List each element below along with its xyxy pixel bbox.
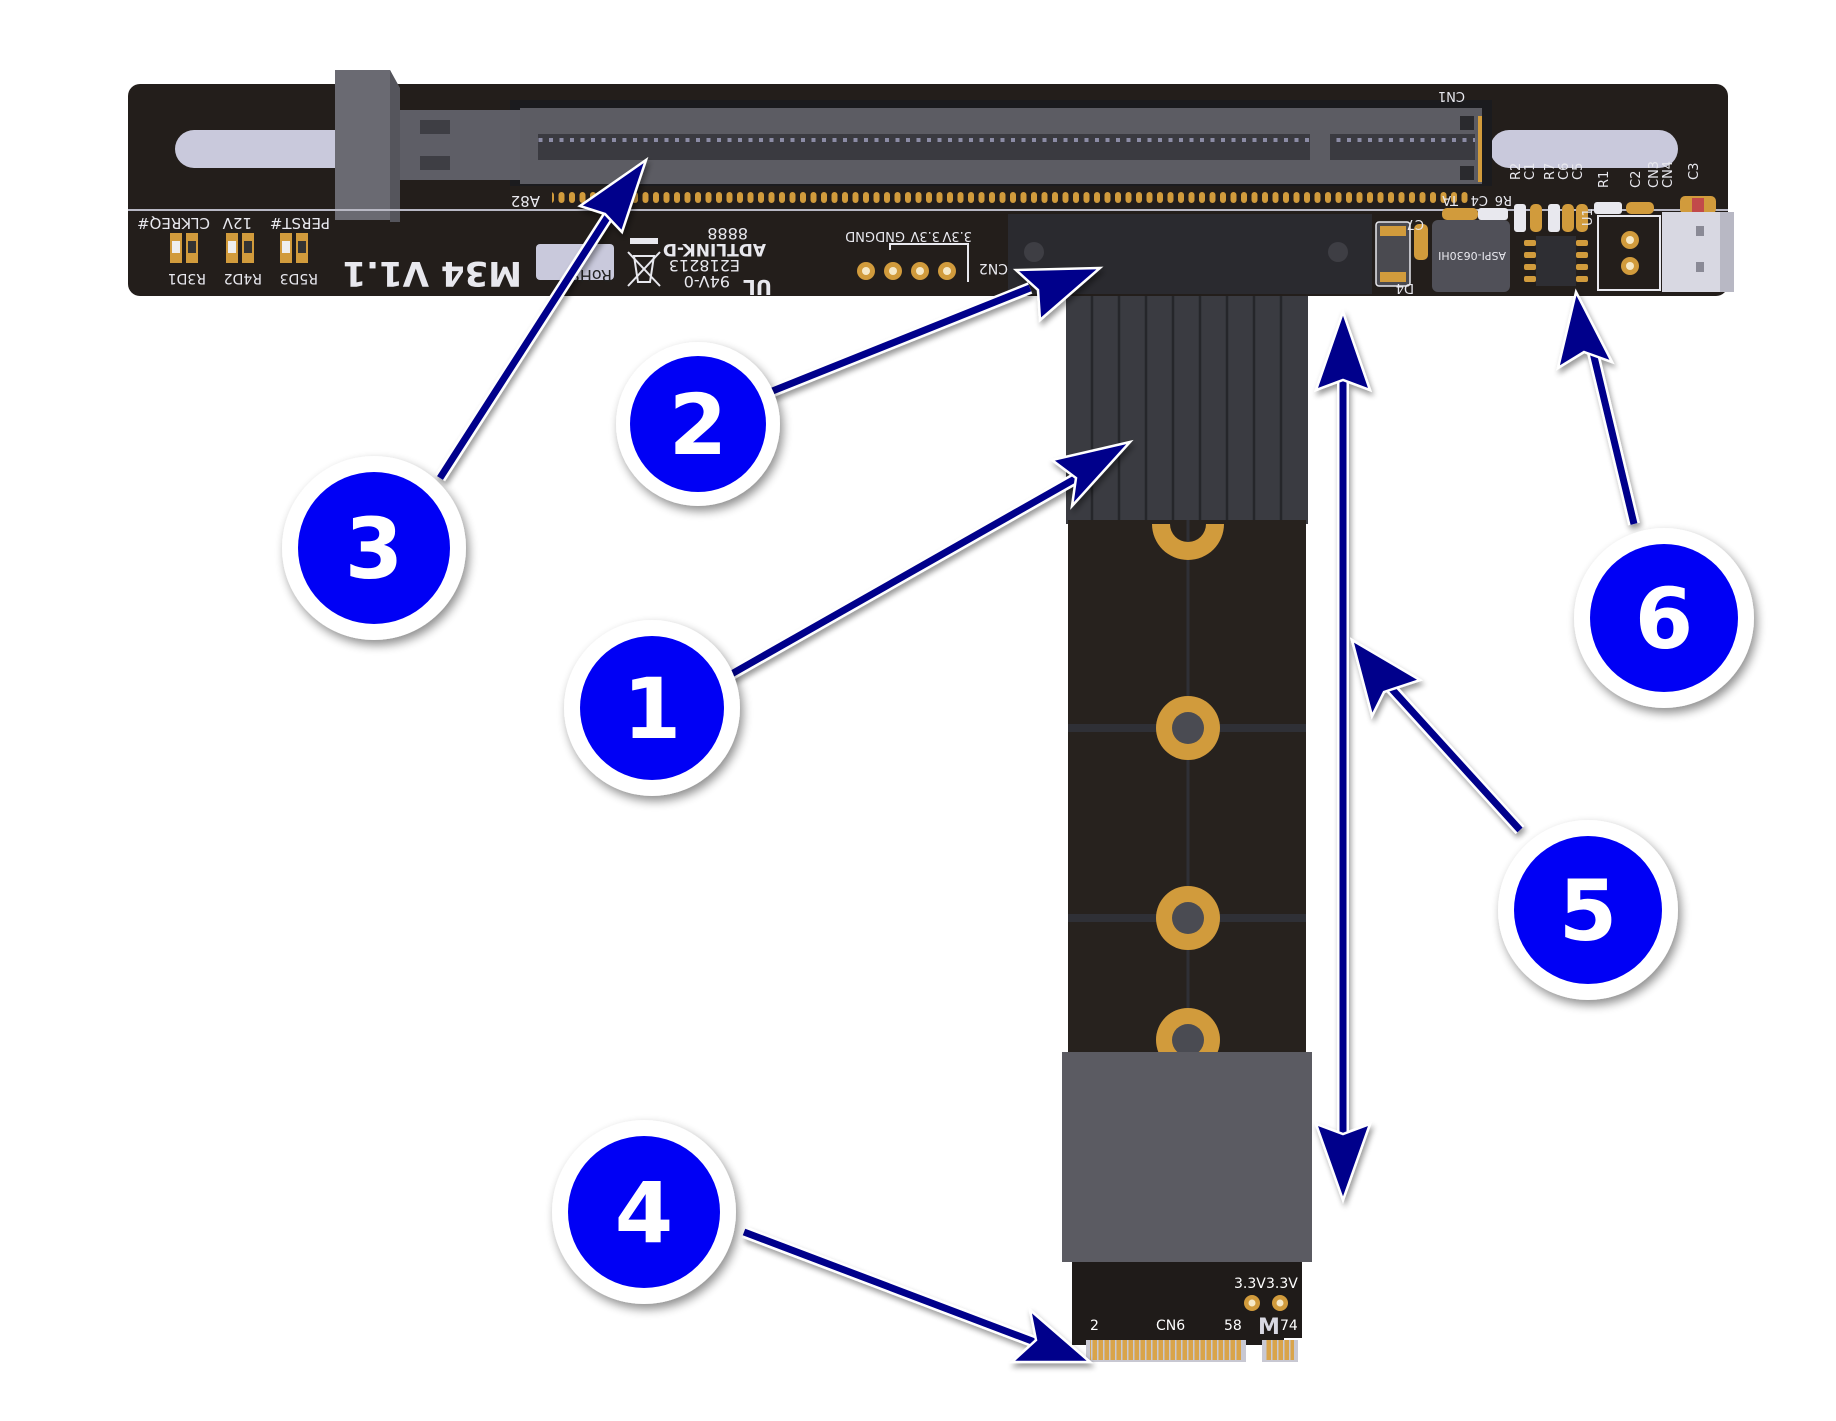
ref-d4: D4: [1396, 280, 1414, 295]
weee-bin-icon: [627, 238, 661, 287]
m2-pin-first: 2: [1090, 1318, 1099, 1334]
led-pair-2: [226, 233, 254, 263]
power-section: ASPI-0630HI C7 D4 TA C4 R6 R2 C1 R7 C6 C…: [1375, 161, 1734, 295]
ref-c2: C2: [1629, 171, 1644, 188]
header-pin-label-3: GND: [875, 228, 905, 243]
brand-label: ADTLINK-D: [663, 239, 766, 259]
callout-badges: 3 2 1 6 5 4: [282, 342, 1754, 1304]
arrow-5: [1350, 637, 1525, 835]
slot-pin-row: [552, 192, 1472, 204]
ref-c4: C4: [1471, 192, 1488, 207]
power-regulator-ic: [1524, 236, 1588, 286]
led-pair-1: [170, 233, 198, 263]
pad-label-1: 3.3V: [1234, 1276, 1266, 1292]
date-code: 8888: [707, 224, 748, 243]
ref-c6: C6: [1557, 163, 1572, 180]
ref-c1: C1: [1523, 163, 1538, 180]
flammability-rating: 94V-0: [684, 272, 730, 291]
rohs-label: RoHS: [570, 266, 612, 285]
slot-ref-label: CN1: [1438, 88, 1465, 103]
cable-sleeve: [1062, 1052, 1312, 1262]
ref-r6: R6: [1495, 192, 1512, 207]
badge-number-5: 5: [1559, 862, 1617, 960]
arrow-4: [741, 1226, 1094, 1364]
flat-ribbon-cable: [1066, 296, 1308, 524]
m2-adapter-card: 3.3V 3.3V 2 CN6 58 M 74: [1062, 520, 1312, 1362]
ref-r2: R2: [1509, 163, 1524, 180]
ref-ta: TA: [1442, 192, 1459, 207]
header-ref: CN2: [979, 260, 1008, 276]
arrow-6: [1556, 288, 1640, 526]
standoff-hole-2280: [1156, 696, 1220, 760]
power-input-connector: [1597, 212, 1734, 292]
m2-connector-ref: CN6: [1156, 1318, 1185, 1334]
m2-key-type: M: [1258, 1315, 1280, 1340]
callout-badge-5: 5: [1498, 820, 1678, 1000]
callout-arrows: [434, 156, 1640, 1364]
pad-label-2: 3.3V: [1266, 1276, 1298, 1292]
standoff-hole-top: [1152, 524, 1224, 560]
ref-c7: C7: [1407, 216, 1424, 231]
led-label-clkreq: CLKREQ#: [137, 214, 210, 232]
ref-cn3: CN3: [1647, 161, 1662, 188]
badge-number-2: 2: [669, 376, 727, 474]
callout-badge-2: 2: [616, 342, 780, 506]
inductor-label: ASPI-0630HI: [1438, 249, 1506, 262]
board-version-label: M34 V1.1: [342, 253, 522, 293]
slot-pin-label: A82: [511, 192, 540, 210]
callout-badge-4: 4: [552, 1120, 736, 1304]
mounting-slot-right: [1490, 130, 1678, 168]
ref-c3: C3: [1687, 163, 1702, 180]
pcie-x16-slot: [510, 100, 1492, 186]
ref-r7: R7: [1543, 163, 1558, 180]
led-label-12v: 12V: [222, 214, 252, 232]
power-inductor: [1432, 220, 1510, 292]
arrow-5-length: [1313, 308, 1373, 1204]
led-pair-3: [280, 233, 308, 263]
cert-code: E218213: [669, 256, 740, 275]
callout-badge-1: 1: [564, 620, 740, 796]
power-header: 3.3V 3.3V GND GND CN2: [845, 228, 1008, 282]
m2-pin-last: 74: [1280, 1318, 1298, 1334]
badge-number-1: 1: [623, 660, 681, 758]
component-ref-column: R2 C1 R7 C6 C5 R1 C2 CN3 CN4 C3: [1509, 161, 1702, 188]
header-pin-label-2: 3.3V: [910, 228, 940, 243]
m2-pin-key: 58: [1224, 1318, 1242, 1334]
ul-logo-icon: UL: [743, 275, 772, 299]
badge-number-3: 3: [345, 500, 403, 598]
ref-c5: C5: [1571, 163, 1586, 180]
badge-number-6: 6: [1635, 570, 1693, 668]
slot-retention-latch: [335, 70, 520, 222]
badge-number-4: 4: [615, 1164, 673, 1262]
arrow-2: [767, 266, 1104, 398]
ref-r1: R1: [1597, 171, 1612, 188]
led-ref-2: R4D2: [224, 270, 262, 286]
ref-u1: U1: [1581, 208, 1596, 226]
arrow-3: [434, 156, 649, 482]
header-pin-label-1: 3.3V: [942, 228, 972, 243]
header-pin-label-4: GND: [845, 228, 875, 243]
callout-badge-3: 3: [282, 456, 466, 640]
callout-badge-6: 6: [1574, 528, 1754, 708]
standoff-hole-2260: [1156, 886, 1220, 950]
m2-gold-fingers: [1086, 1340, 1298, 1362]
arrow-1: [725, 439, 1134, 682]
pcie-riser-board: A82 CN1 CLKREQ# 12V PERST# R3D1 R4D2 R5D…: [128, 70, 1734, 299]
led-label-perst: PERST#: [270, 214, 330, 232]
led-ref-3: R5D3: [280, 270, 318, 286]
ref-cn4: CN4: [1661, 161, 1676, 188]
led-ref-1: R3D1: [168, 270, 206, 286]
status-led-group: CLKREQ# 12V PERST# R3D1 R4D2 R5D3: [137, 214, 330, 286]
